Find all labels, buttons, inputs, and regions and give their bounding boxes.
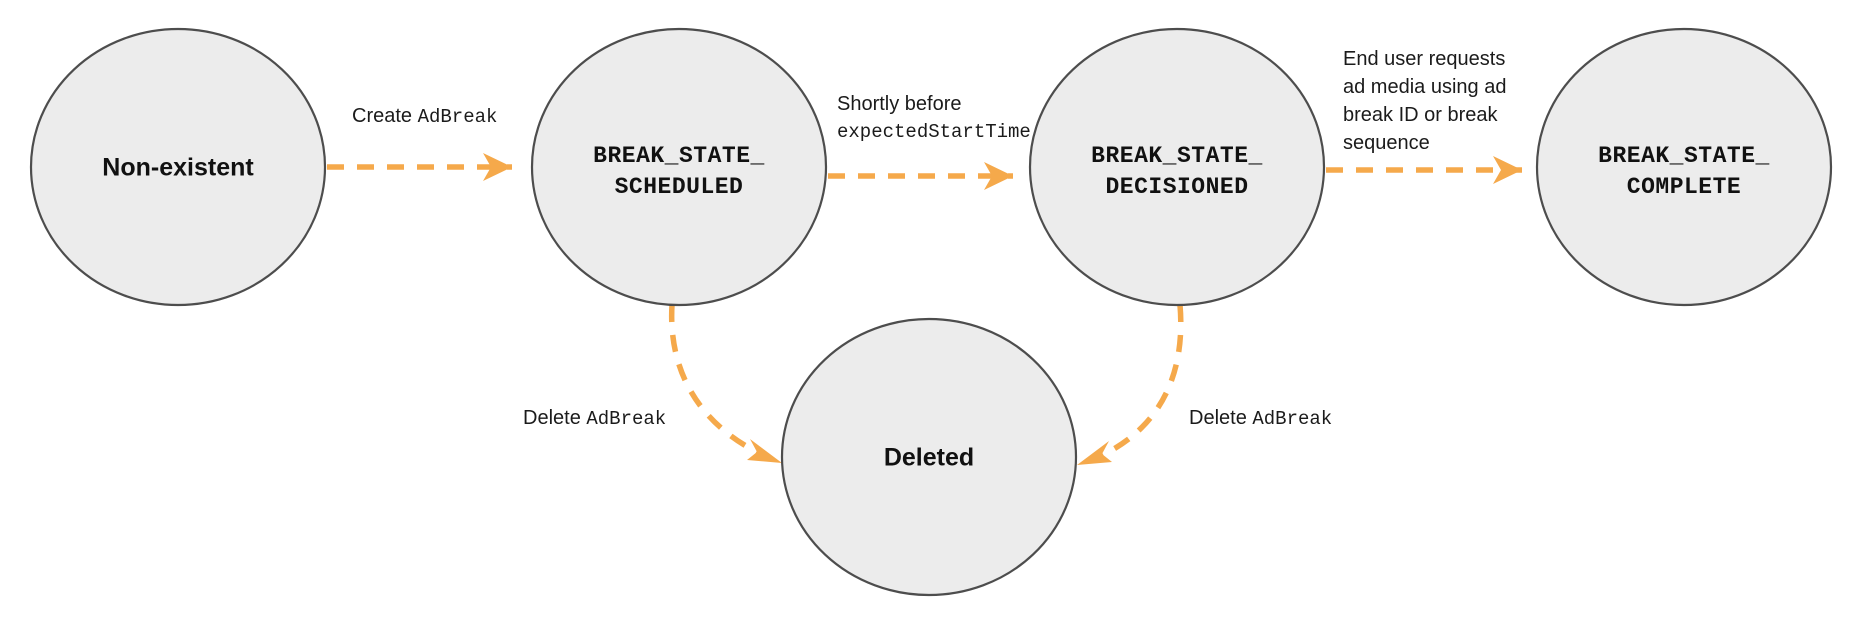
edge-delete-from-scheduled-arrowhead — [747, 439, 782, 463]
node-break-state-decisioned[interactable]: BREAK_STATE_ DECISIONED — [1028, 27, 1326, 307]
node-break-state-decisioned-label-line2: DECISIONED — [1105, 174, 1248, 200]
edge-label-shortly-before-line2: expectedStartTime — [837, 121, 1031, 143]
node-break-state-decisioned-label-line1: BREAK_STATE_ — [1091, 143, 1263, 169]
edge-delete-from-scheduled — [668, 304, 782, 463]
node-break-state-scheduled-shape[interactable] — [530, 27, 828, 307]
node-break-state-scheduled-label-line1: BREAK_STATE_ — [593, 143, 765, 169]
edge-create-adbreak-arrowhead — [483, 153, 512, 181]
edge-label-delete-from-scheduled-text: Delete AdBreak — [523, 407, 666, 430]
edge-create-adbreak — [327, 153, 512, 181]
node-break-state-scheduled[interactable]: BREAK_STATE_ SCHEDULED — [530, 27, 828, 307]
edge-delete-from-decisioned — [1077, 304, 1184, 465]
edge-delete-from-scheduled-line — [668, 304, 767, 459]
node-deleted-label: Deleted — [884, 444, 974, 472]
node-non-existent-shape[interactable] — [29, 27, 327, 307]
edge-label-delete-from-decisioned-text: Delete AdBreak — [1189, 407, 1332, 430]
edge-delete-from-decisioned-arrowhead — [1077, 441, 1112, 465]
edge-label-end-user-requests: End user requests ad media using ad brea… — [1343, 48, 1506, 154]
edge-label-end-user-requests-line1: End user requests — [1343, 48, 1505, 70]
node-non-existent-label: Non-existent — [102, 154, 254, 182]
edge-label-create-adbreak-text: Create AdBreak — [352, 105, 497, 128]
edge-label-create-adbreak: Create AdBreak — [352, 105, 497, 128]
edge-label-end-user-requests-line3: break ID or break — [1343, 104, 1499, 126]
node-break-state-complete-label-line2: COMPLETE — [1627, 174, 1741, 200]
edge-label-end-user-requests-line4: sequence — [1343, 132, 1430, 154]
node-break-state-complete-label-line1: BREAK_STATE_ — [1598, 143, 1770, 169]
node-break-state-complete-shape[interactable] — [1535, 27, 1833, 307]
node-deleted[interactable]: Deleted — [780, 317, 1078, 597]
edge-shortly-before — [828, 162, 1013, 190]
node-break-state-decisioned-shape[interactable] — [1028, 27, 1326, 307]
node-break-state-scheduled-label-line2: SCHEDULED — [615, 174, 744, 200]
edge-end-user-requests — [1326, 156, 1522, 184]
edge-label-delete-from-decisioned: Delete AdBreak — [1189, 407, 1332, 430]
edge-label-delete-from-scheduled: Delete AdBreak — [523, 407, 666, 430]
edge-label-shortly-before-line1: Shortly before — [837, 93, 962, 115]
node-break-state-complete[interactable]: BREAK_STATE_ COMPLETE — [1535, 27, 1833, 307]
node-deleted-shape[interactable] — [780, 317, 1078, 597]
edge-shortly-before-arrowhead — [984, 162, 1013, 190]
edge-delete-from-decisioned-line — [1094, 304, 1184, 461]
edge-label-shortly-before: Shortly before expectedStartTime — [837, 93, 1031, 143]
edge-end-user-requests-arrowhead — [1493, 156, 1522, 184]
node-non-existent[interactable]: Non-existent — [29, 27, 327, 307]
edge-label-end-user-requests-line2: ad media using ad — [1343, 76, 1506, 98]
